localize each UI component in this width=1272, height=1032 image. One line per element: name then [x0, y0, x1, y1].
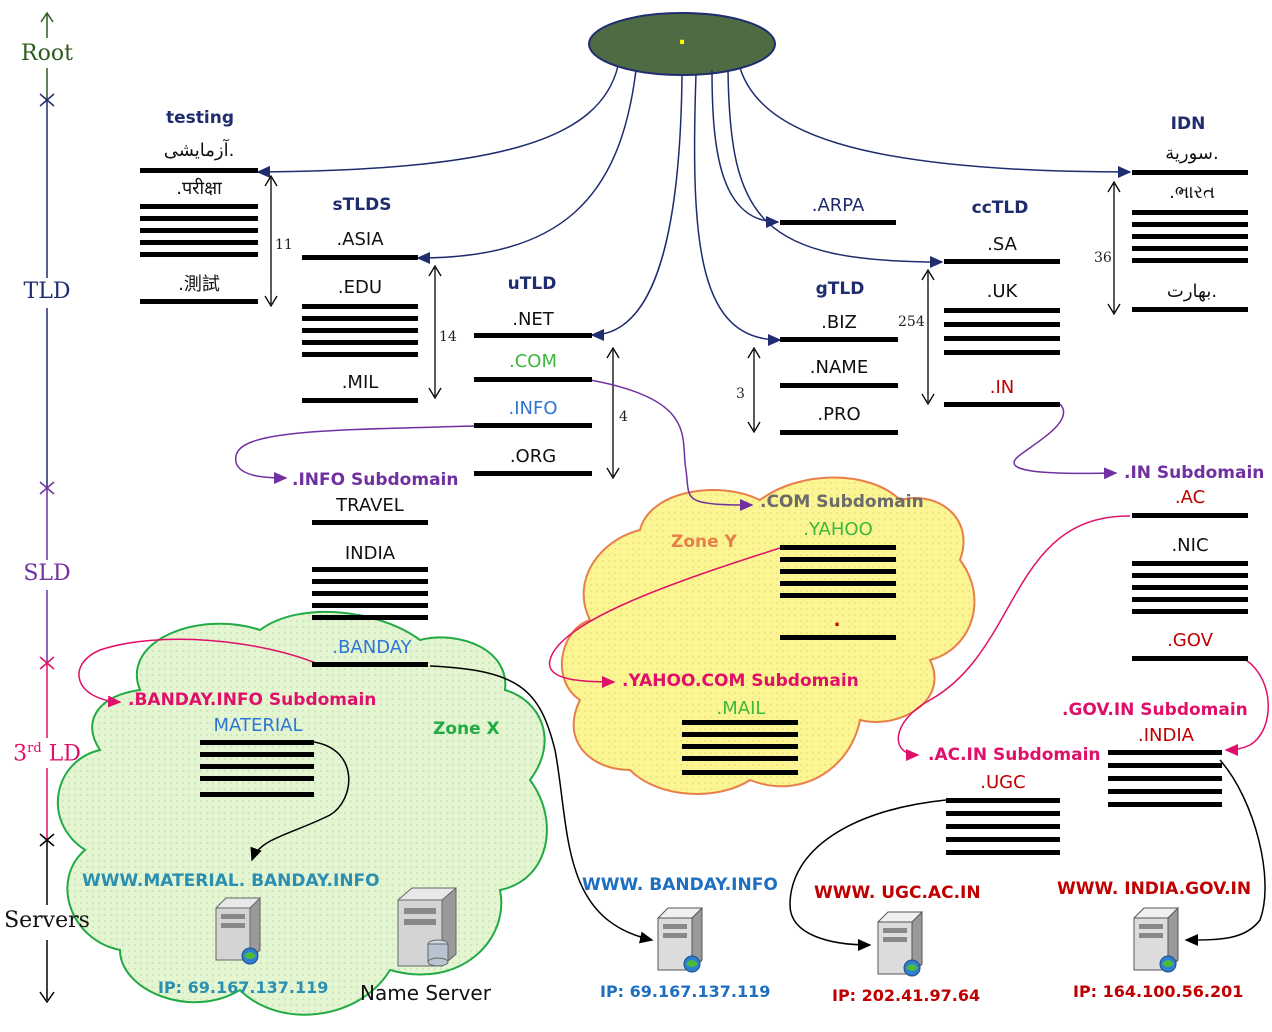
- name-server-label: Name Server: [360, 981, 491, 1005]
- server-url: WWW. INDIA.GOV.IN: [1057, 879, 1252, 899]
- server-ip: IP: 164.100.56.201: [1073, 982, 1244, 1001]
- stlds-item: .MIL: [341, 372, 379, 393]
- idn-count: 36: [1094, 250, 1112, 266]
- root-label: .: [677, 25, 687, 50]
- testing-item: .परीक्षा: [176, 178, 222, 199]
- subdomain-connectors: [78, 379, 1269, 761]
- server-icon[interactable]: [877, 910, 923, 977]
- server-icon[interactable]: [215, 896, 261, 965]
- gov-in-subdomain-title: .GOV.IN Subdomain: [1062, 700, 1248, 720]
- server-url: WWW. BANDAY.INFO: [582, 875, 778, 895]
- level-tld-label: TLD: [23, 279, 71, 304]
- info-subdomain-item: INDIA: [344, 543, 396, 564]
- level-axis: [39, 11, 55, 1004]
- cctld-item-in: .IN: [989, 377, 1015, 398]
- gtld-item: .NAME: [809, 357, 869, 378]
- banday-info-subdomain-title: .BANDAY.INFO Subdomain: [128, 690, 377, 710]
- com-subdomain-title: .COM Subdomain: [760, 492, 924, 512]
- gov-in-subdomain-item: .INDIA: [1138, 725, 1194, 746]
- idn-header: IDN: [1170, 114, 1206, 134]
- count-arrows: [264, 174, 1121, 480]
- banday-info-subdomain-item: MATERIAL: [213, 715, 303, 736]
- server-icon[interactable]: [657, 906, 703, 973]
- info-subdomain-title: .INFO Subdomain: [292, 470, 459, 490]
- ac-in-subdomain-title: .AC.IN Subdomain: [928, 745, 1101, 765]
- zone-x-cloud: [56, 610, 548, 1016]
- gtld-item: .PRO: [817, 404, 861, 425]
- server-icon[interactable]: [1133, 906, 1179, 973]
- cctld-count: 254: [898, 314, 925, 330]
- name-server-icon[interactable]: [397, 886, 457, 968]
- zone-y-cloud: [561, 476, 976, 795]
- level-root-label: Root: [21, 41, 73, 66]
- testing-item: آزمایشی.: [163, 140, 235, 161]
- yahoo-com-subdomain-title: .YAHOO.COM Subdomain: [622, 671, 859, 691]
- ac-in-subdomain-item: .UGC: [980, 772, 1026, 793]
- utld-item: .ORG: [509, 446, 557, 467]
- root-node: [588, 12, 776, 76]
- utld-header: uTLD: [507, 274, 557, 294]
- idn-item: .ભારત: [1169, 182, 1215, 203]
- server-url: WWW.MATERIAL. BANDAY.INFO: [82, 871, 380, 891]
- cctld-item: .SA: [987, 234, 1017, 255]
- in-subdomain-item-nic: .NIC: [1171, 535, 1209, 556]
- server-ip: IP: 69.167.137.119: [158, 978, 329, 997]
- zone-x-label: Zone X: [433, 719, 500, 739]
- info-subdomain-item-banday: .BANDAY: [332, 637, 412, 658]
- utld-item-info: .INFO: [508, 398, 558, 419]
- stlds-item: .EDU: [337, 277, 383, 298]
- server-ip: IP: 202.41.97.64: [832, 986, 981, 1005]
- utld-item-com: .COM: [509, 351, 557, 372]
- testing-header: testing: [166, 108, 234, 128]
- level-servers-label: Servers: [4, 908, 90, 933]
- zone-y-label: Zone Y: [671, 532, 737, 552]
- stlds-count: 14: [439, 329, 457, 345]
- cctld-item: .UK: [986, 281, 1018, 302]
- testing-item: .測試: [178, 274, 220, 295]
- root-connectors: [256, 65, 1132, 346]
- idn-item: بهارت.: [1166, 281, 1218, 302]
- com-subdomain-item-yahoo: .YAHOO: [803, 519, 873, 540]
- stlds-item: .ASIA: [336, 229, 384, 250]
- arpa-label: .ARPA: [811, 195, 865, 216]
- server-url: WWW. UGC.AC.IN: [814, 883, 981, 903]
- utld-item: .NET: [512, 309, 554, 330]
- in-subdomain-title: .IN Subdomain: [1124, 463, 1265, 483]
- info-subdomain-item: TRAVEL: [336, 495, 404, 516]
- gtld-count: 3: [736, 386, 745, 402]
- in-subdomain-item-gov: .GOV: [1167, 630, 1213, 651]
- level-3rd-ld-label: 3rd LD: [13, 741, 81, 767]
- in-subdomain-item-ac: .AC: [1174, 487, 1206, 508]
- cctld-header: ccTLD: [971, 198, 1029, 218]
- server-ip: IP: 69.167.137.119: [600, 982, 771, 1001]
- level-sld-label: SLD: [23, 561, 71, 586]
- server-connectors: [250, 665, 1266, 951]
- com-subdomain-item-dot: .: [833, 610, 841, 631]
- stlds-header: sTLDS: [332, 195, 392, 215]
- yahoo-com-subdomain-item: .MAIL: [716, 698, 766, 719]
- idn-item: سورية.: [1165, 143, 1219, 164]
- gtld-item: .BIZ: [821, 312, 857, 333]
- testing-count: 11: [275, 237, 293, 253]
- utld-count: 4: [619, 409, 628, 425]
- gtld-header: gTLD: [815, 279, 865, 299]
